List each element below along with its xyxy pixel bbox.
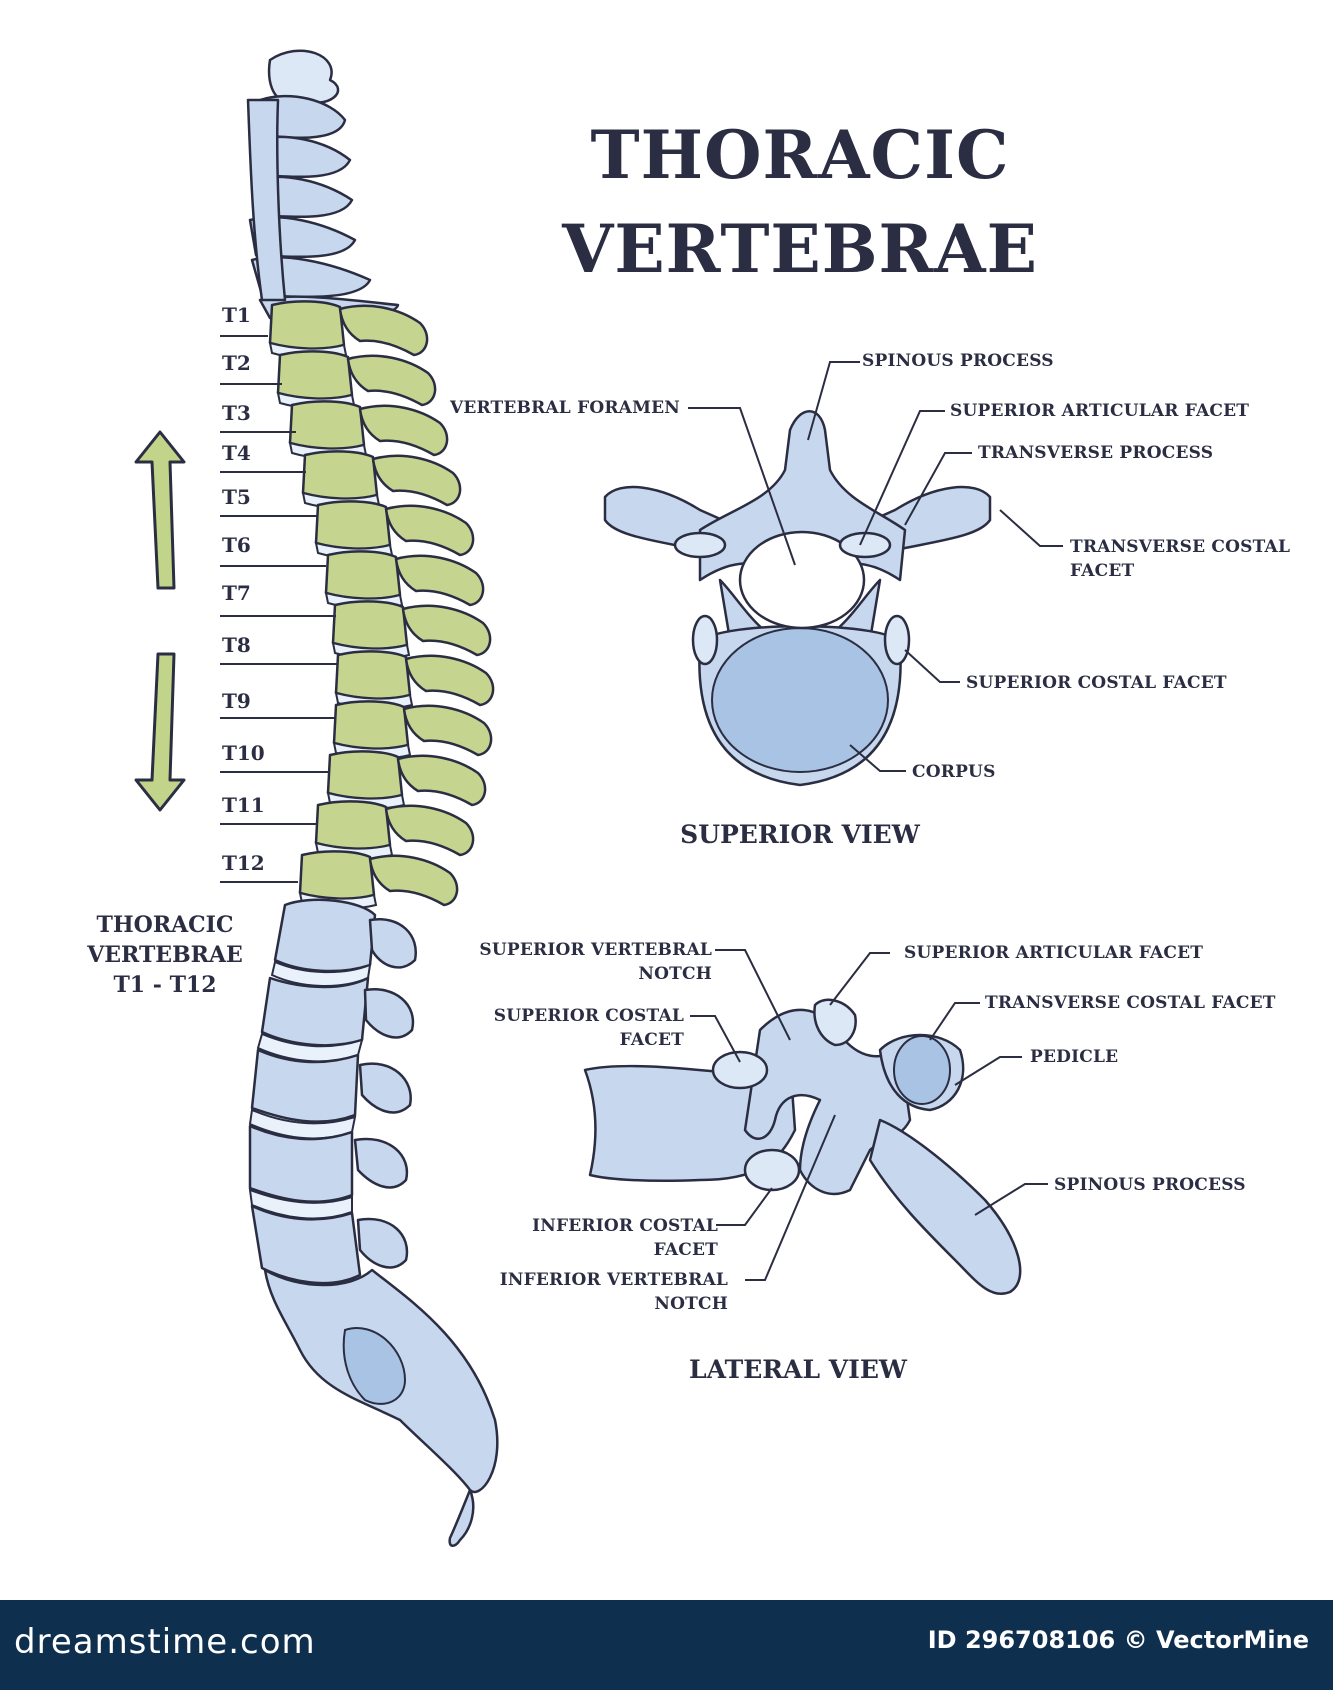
thoracic-vertebra-body [298,850,376,900]
spine-caption-line-3: T1 - T12 [113,972,216,998]
thoracic-vertebra-body [324,550,402,600]
label-inferior-vertebral-notch-1: INFERIOR VERTEBRAL [500,1270,728,1290]
thoracic-vertebra-body [276,350,354,400]
label-transverse-costal-facet-top-1: TRANSVERSE COSTAL [1070,537,1290,557]
thoracic-level-label: T7 [222,581,251,605]
label-superior-vertebral-notch-2: NOTCH [638,964,712,984]
spine-illustration [246,49,499,1547]
label-spinous-process-lateral: SPINOUS PROCESS [1054,1175,1246,1195]
footer-bar: dreamstime.com ID 296708106 © VectorMine [0,1600,1333,1690]
up-arrow-icon [134,430,186,590]
thoracic-spinous-process [404,654,495,707]
footer-image-id: ID 296708106 © VectorMine [927,1626,1309,1654]
label-superior-costal-facet-top: SUPERIOR COSTAL FACET [966,673,1227,693]
thoracic-level-label: T2 [222,351,251,375]
thoracic-level-label: T12 [222,851,265,875]
label-transverse-costal-facet-lateral: TRANSVERSE COSTAL FACET [985,993,1276,1013]
label-superior-vertebral-notch-1: SUPERIOR VERTEBRAL [479,940,712,960]
title-line-1: THORACIC [591,116,1010,194]
thoracic-level-label: T11 [222,793,265,817]
thoracic-vertebra-body [331,600,409,650]
thoracic-vertebra-body [301,450,379,500]
thoracic-segment [268,300,495,910]
title-line-2: VERTEBRAE [561,210,1038,288]
superior-view-illustration [603,410,992,787]
label-superior-articular-facet-top: SUPERIOR ARTICULAR FACET [950,401,1249,421]
thoracic-level-label: T9 [222,689,251,713]
thoracic-spinous-process [371,454,462,507]
label-transverse-costal-facet-top-2: FACET [1070,561,1135,581]
thoracic-vertebra-body [332,700,410,750]
thoracic-spinous-process [346,354,437,407]
spine-caption-line-2: VERTEBRAE [86,942,243,968]
thoracic-level-label: T4 [222,441,251,465]
down-arrow-icon [134,652,186,812]
thoracic-vertebra-body [268,300,346,350]
label-superior-costal-facet-lateral-1: SUPERIOR COSTAL [494,1006,684,1026]
label-vertebral-foramen: VERTEBRAL FORAMEN [449,398,680,418]
thoracic-vertebra-body [314,500,392,550]
thoracic-level-label: T5 [222,485,251,509]
thoracic-spinous-process [368,854,459,907]
thoracic-spinous-process [394,554,485,607]
thoracic-vertebra-body [334,650,412,700]
lateral-view-illustration [583,998,1022,1295]
label-corpus: CORPUS [912,762,996,782]
thoracic-level-label: T3 [222,401,251,425]
thoracic-spinous-process [401,604,492,657]
label-spinous-process-top: SPINOUS PROCESS [862,351,1054,371]
spine-caption-line-1: THORACIC [97,912,234,938]
thoracic-level-label: T10 [222,741,265,765]
thoracic-vertebra-body [288,400,366,450]
label-pedicle: PEDICLE [1030,1047,1118,1067]
vertebral-foramen-hole [738,530,866,630]
thoracic-level-label: T6 [222,533,251,557]
thoracic-spinous-process [338,304,429,357]
thoracic-vertebra-body [326,750,404,800]
label-transverse-process: TRANSVERSE PROCESS [978,443,1213,463]
label-superior-articular-facet-lateral: SUPERIOR ARTICULAR FACET [904,943,1203,963]
thoracic-level-label: T8 [222,633,251,657]
lateral-view-heading: LATERAL VIEW [689,1355,908,1384]
thoracic-spinous-process [396,754,487,807]
thoracic-spinous-process [384,504,475,557]
label-inferior-costal-facet-2: FACET [654,1240,719,1260]
superior-view-heading: SUPERIOR VIEW [680,820,921,849]
label-inferior-vertebral-notch-2: NOTCH [654,1294,728,1314]
thoracic-spinous-process [384,804,475,857]
thoracic-level-label: T1 [222,303,251,327]
label-inferior-costal-facet-1: INFERIOR COSTAL [532,1216,718,1236]
thoracic-spinous-process [358,404,449,457]
label-superior-costal-facet-lateral-2: FACET [620,1030,685,1050]
footer-brand[interactable]: dreamstime.com [14,1622,316,1662]
thoracic-spinous-process [402,704,493,757]
thoracic-vertebra-body [314,800,392,850]
